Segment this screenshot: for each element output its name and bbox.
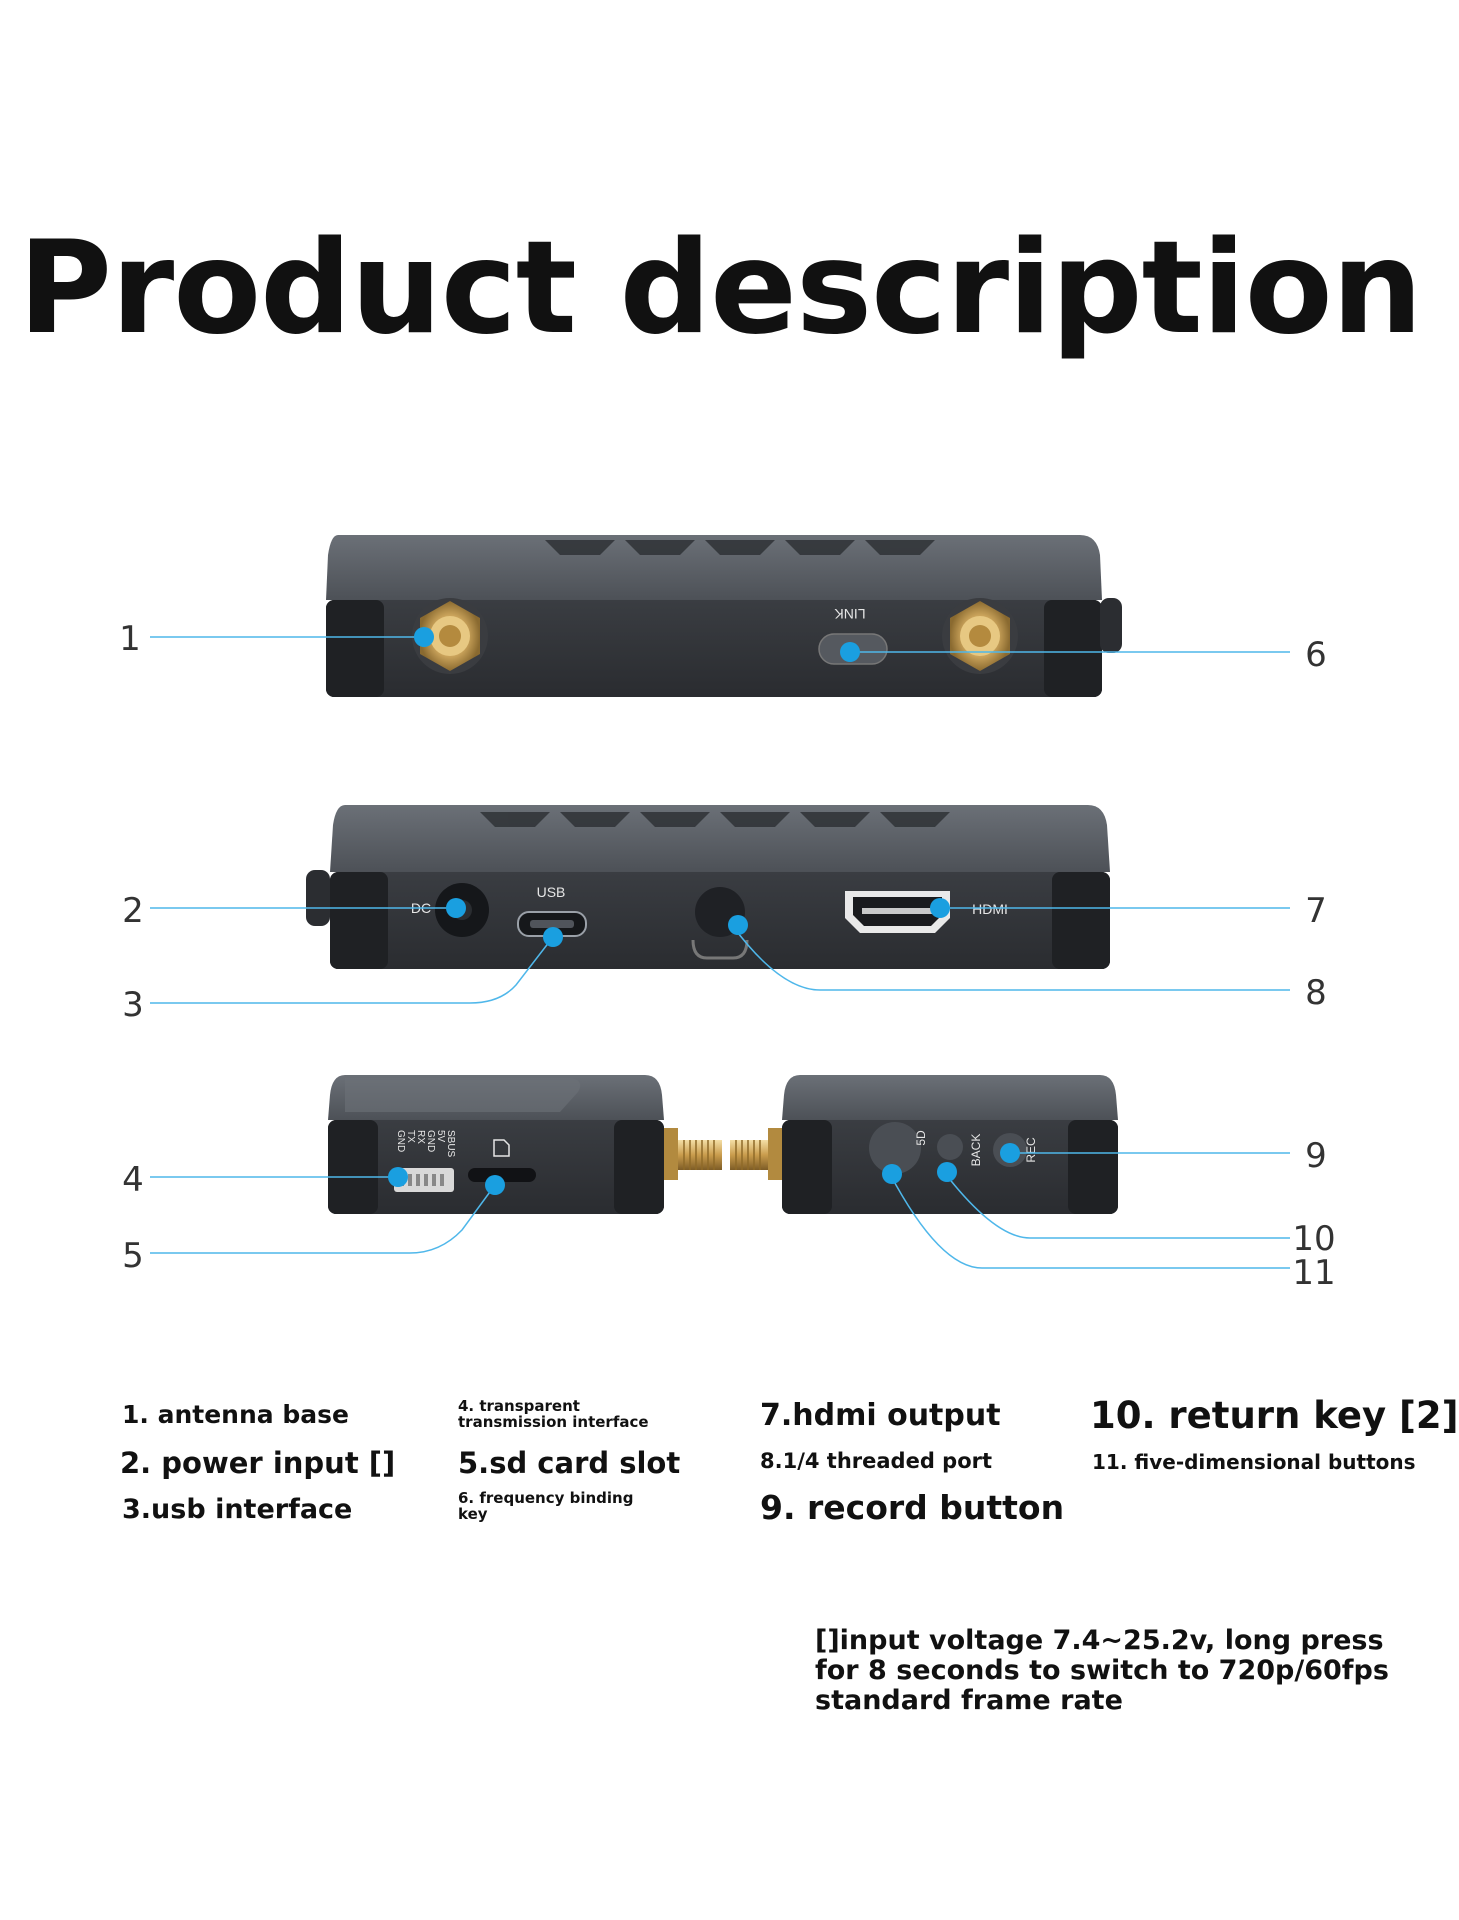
callout-numbers: 1 2 3 4 5 6 7 8 9 10 11 <box>119 619 1335 1293</box>
callout-dot-4 <box>388 1167 408 1187</box>
callout-number-1: 1 <box>119 619 141 659</box>
usb-label: USB <box>537 884 566 900</box>
device-top-view: LINK <box>326 535 1122 697</box>
callout-dots <box>388 627 1020 1195</box>
callout-number-6: 6 <box>1305 635 1327 675</box>
callout-number-10: 10 <box>1292 1219 1335 1259</box>
callout-number-9: 9 <box>1305 1136 1327 1176</box>
callout-dot-6 <box>840 642 860 662</box>
callout-dot-11 <box>882 1164 902 1184</box>
link-label: LINK <box>834 606 866 622</box>
legend-item-5: 5.sd card slot <box>458 1446 681 1480</box>
callout-number-5: 5 <box>122 1236 144 1276</box>
legend-item-10: 10. return key [2] <box>1090 1394 1459 1437</box>
callout-dot-2 <box>446 898 466 918</box>
back-label: BACK <box>969 1134 983 1167</box>
callout-dot-9 <box>1000 1143 1020 1163</box>
pin-label-sbus: SBUS <box>445 1130 456 1158</box>
device-bottom-left-view: SBUS 5V GND RX TX GND <box>328 1075 722 1214</box>
legend-item-9: 9. record button <box>760 1488 1065 1527</box>
legend-item-3: 3.usb interface <box>122 1494 353 1525</box>
callout-dot-5 <box>485 1175 505 1195</box>
callout-number-7: 7 <box>1305 891 1327 931</box>
page-title: Product description <box>18 214 1423 363</box>
five-dimensional-button[interactable] <box>869 1122 921 1174</box>
callout-number-2: 2 <box>122 891 144 931</box>
pin-label-tx: TX <box>405 1130 416 1143</box>
callout-dot-8 <box>728 915 748 935</box>
pin-label-rx: RX <box>415 1130 426 1144</box>
callout-dot-1 <box>414 627 434 647</box>
callout-dot-7 <box>930 898 950 918</box>
pin-label-gnd: GND <box>425 1130 436 1152</box>
legend-item-4: 4. transparent transmission interface <box>458 1397 649 1431</box>
legend-item-2: 2. power input [] <box>120 1446 396 1480</box>
legend-item-1: 1. antenna base <box>122 1400 349 1429</box>
back-button[interactable] <box>937 1134 963 1160</box>
pin-label-5v: 5V <box>435 1130 446 1143</box>
sd-label: 5D <box>914 1130 928 1146</box>
callout-number-11: 11 <box>1292 1253 1335 1293</box>
callout-number-8: 8 <box>1305 973 1327 1013</box>
callout-number-4: 4 <box>122 1160 144 1200</box>
legend-item-8: 8.1/4 threaded port <box>760 1449 993 1473</box>
legend-item-6: 6. frequency binding key <box>458 1489 634 1523</box>
device-bottom-right-view: 5D BACK REC <box>730 1075 1118 1214</box>
pin-label-gnd-2: GND <box>395 1130 406 1152</box>
callout-number-3: 3 <box>122 985 144 1025</box>
sd-card-icon <box>493 1139 510 1157</box>
device-middle-view: DC USB HDMI <box>306 805 1110 969</box>
hdmi-label: HDMI <box>972 901 1008 917</box>
callout-dot-10 <box>937 1162 957 1182</box>
legend-item-7: 7.hdmi output <box>760 1398 1001 1433</box>
rec-label: REC <box>1024 1137 1038 1163</box>
callout-dot-3 <box>543 927 563 947</box>
callout-lines <box>150 636 1290 1269</box>
legend-item-11: 11. five-dimensional buttons <box>1092 1450 1416 1474</box>
voltage-note: []input voltage 7.4~25.2v, long press fo… <box>815 1625 1389 1716</box>
